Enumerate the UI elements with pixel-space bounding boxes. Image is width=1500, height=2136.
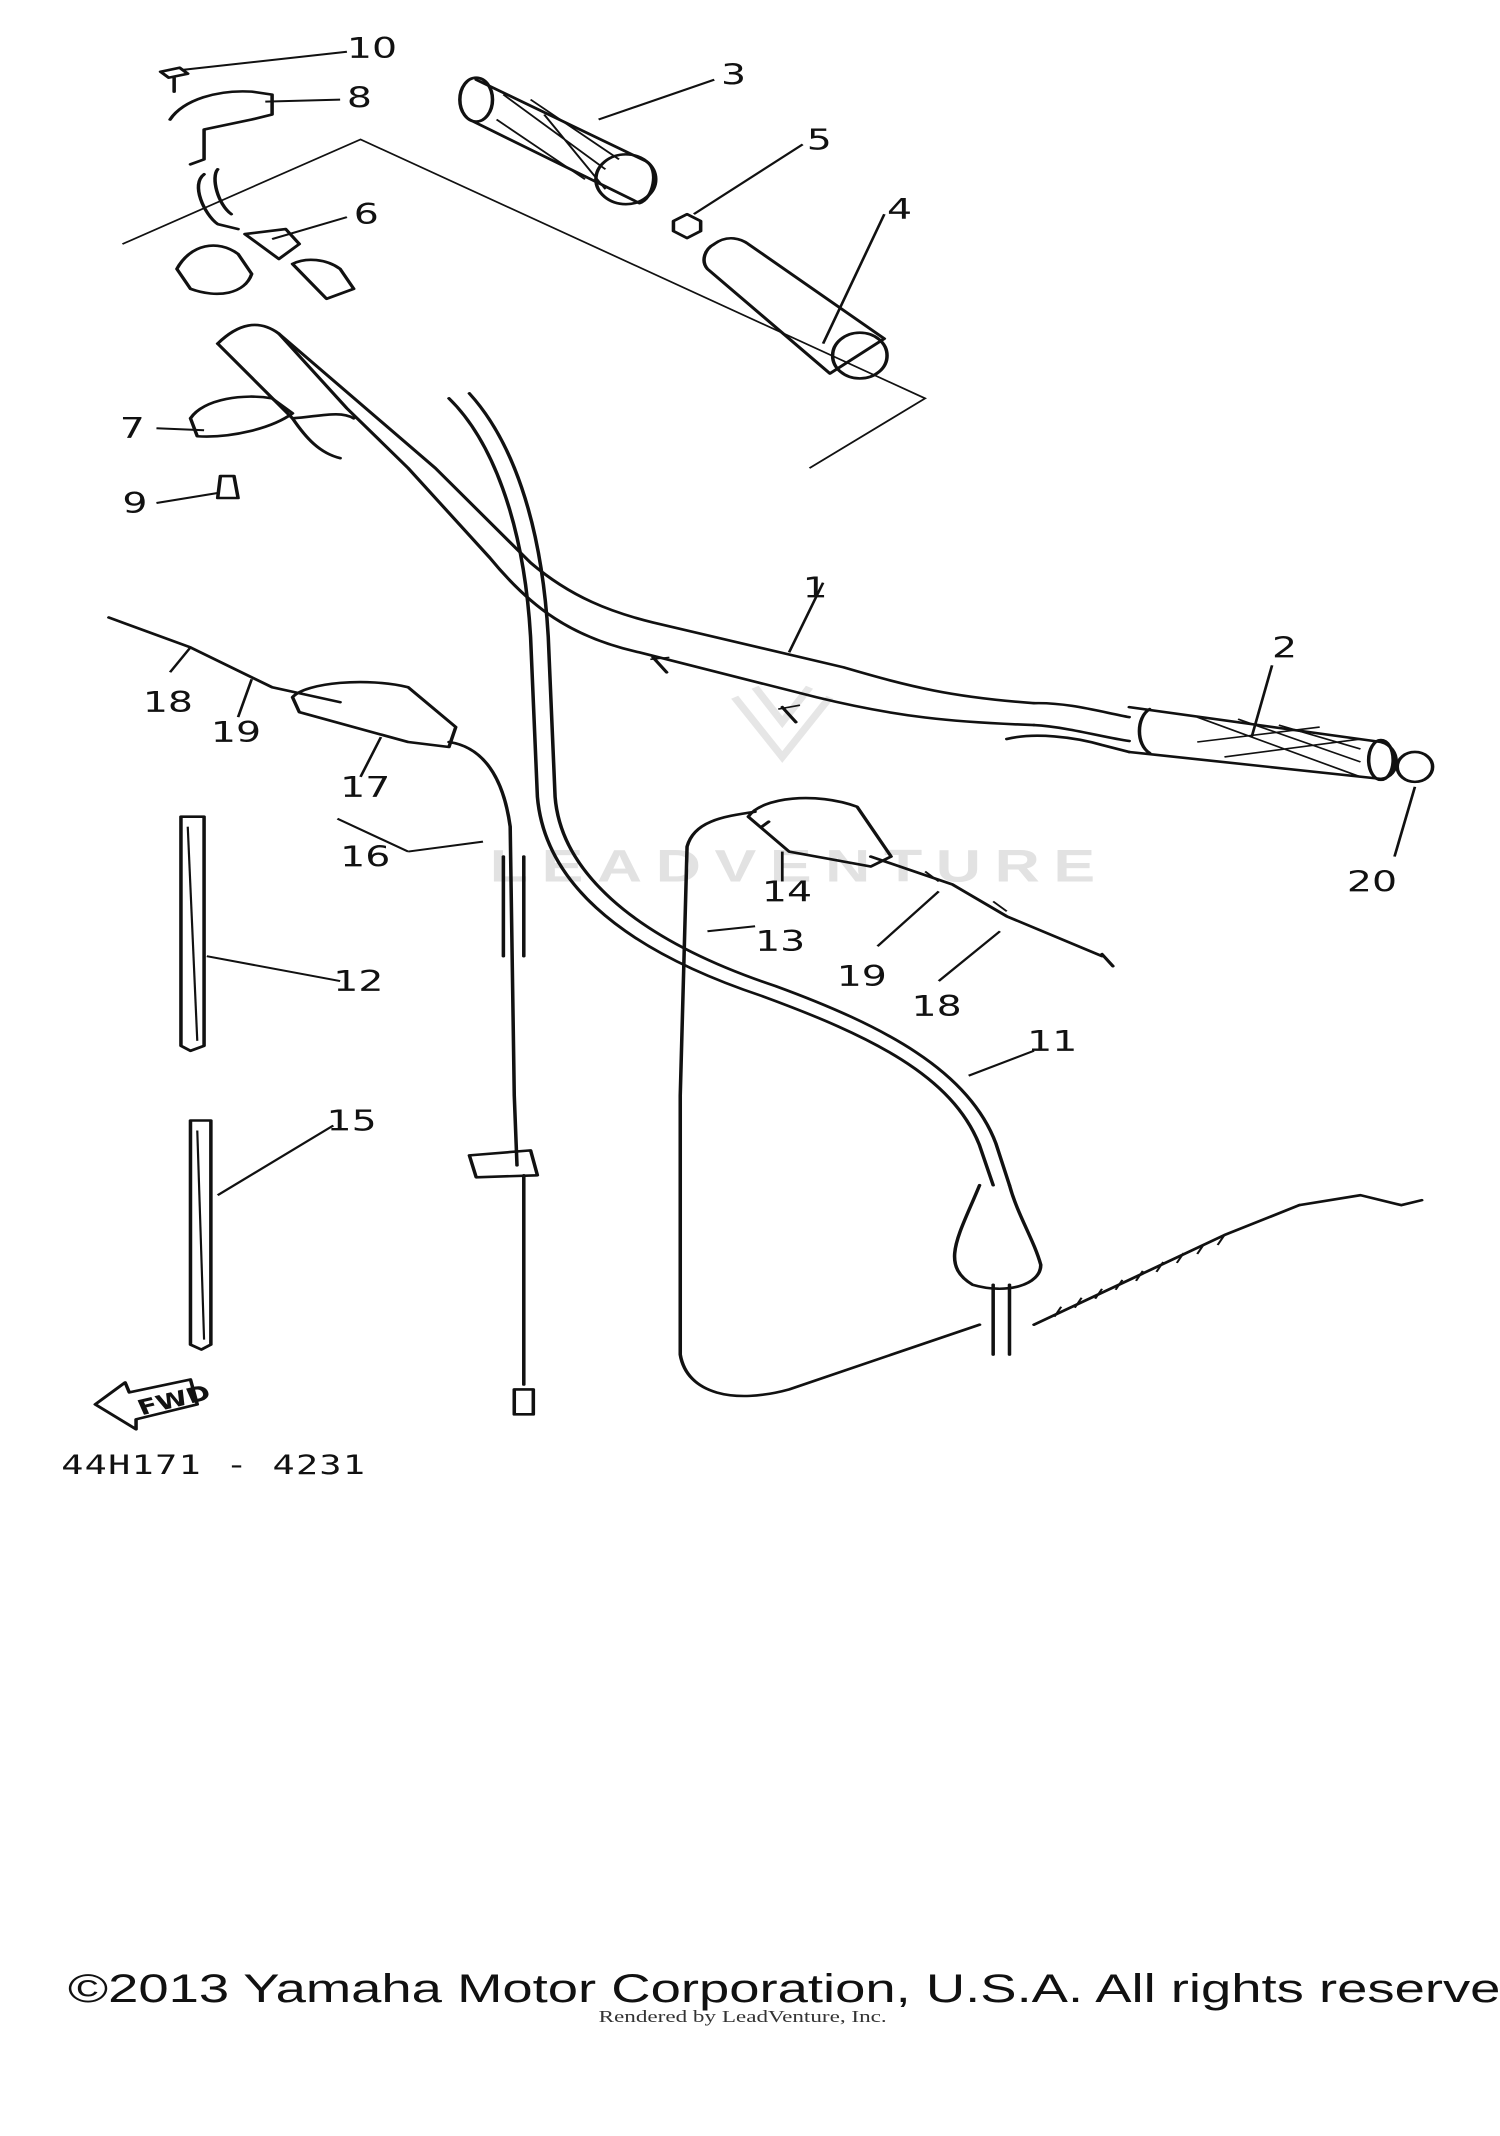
watermark: LEADVENTURE <box>490 685 1109 892</box>
clutch-cable-left <box>107 616 540 1416</box>
leader-lines <box>156 50 1417 1196</box>
callout-19-right: 19 <box>837 960 887 993</box>
callout-16: 16 <box>340 841 390 874</box>
right-grip <box>1005 705 1398 782</box>
bar-clamp <box>188 395 295 438</box>
cable-tie-long <box>179 815 206 1053</box>
callout-11: 11 <box>1027 1025 1077 1058</box>
bolt <box>215 474 240 500</box>
throttle-cable <box>447 392 1424 1356</box>
watermark-text: LEADVENTURE <box>490 840 1109 892</box>
callout-17: 17 <box>340 771 390 804</box>
throttle-tube <box>702 237 889 380</box>
callout-3: 3 <box>721 59 746 92</box>
left-grip <box>458 76 658 206</box>
callout-4: 4 <box>887 193 912 226</box>
callout-1: 1 <box>803 572 828 605</box>
copyright-notice: ©2013 Yamaha Motor Corporation, U.S.A. A… <box>68 1967 1500 2011</box>
callout-12: 12 <box>333 965 383 998</box>
callout-19-left: 19 <box>211 716 261 749</box>
throttle-housing <box>175 168 356 301</box>
rendered-by-note: Rendered by LeadVenture, Inc. <box>599 2008 887 2026</box>
callout-20: 20 <box>1347 866 1397 899</box>
callout-6: 6 <box>354 198 379 231</box>
callout-13: 13 <box>755 925 805 958</box>
callout-9: 9 <box>122 487 147 520</box>
diagram-part-code: 44H171 - 4231 <box>61 1449 366 1481</box>
assembly-frame <box>121 138 927 469</box>
callout-8: 8 <box>347 82 372 115</box>
callout-10: 10 <box>347 32 397 65</box>
callout-5: 5 <box>807 124 832 157</box>
callout-2: 2 <box>1272 631 1297 664</box>
callout-15: 15 <box>327 1105 377 1138</box>
forward-label: FWD <box>133 1380 214 1420</box>
screw <box>158 66 190 93</box>
callout-14: 14 <box>762 875 812 908</box>
nut <box>671 212 703 240</box>
cable-tie-short <box>188 1119 213 1351</box>
callout-18-right: 18 <box>912 990 962 1023</box>
handlebar <box>215 323 1131 743</box>
clutch-cable-right <box>678 796 1115 1398</box>
callout-7: 7 <box>120 412 145 445</box>
cable-clamp <box>168 90 274 166</box>
callout-numbers: 1 2 3 4 5 6 7 8 9 10 11 12 13 14 15 16 1… <box>120 32 1397 1138</box>
forward-arrow-icon: FWD <box>93 1378 215 1431</box>
bar-end-plug <box>1395 750 1435 784</box>
callout-18-left: 18 <box>143 686 193 719</box>
